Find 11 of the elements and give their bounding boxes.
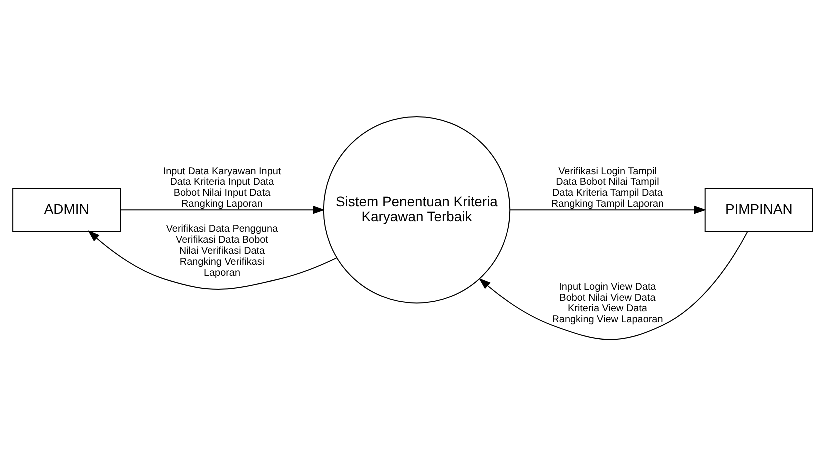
node-box: ADMIN [12,188,122,232]
arrow [120,206,326,214]
edge-label: Input Data Karyawan Input Data Kriteria Input Data Bobot Nilai Input Data Rangking Laporan [163,166,282,210]
arrow [478,231,748,340]
node-box: PIMPINAN [704,188,814,232]
node-circle: Sistem Penentuan Kriteria Karyawan Terbaik [323,116,511,304]
edge-label: Input Login View Data Bobot Nilai View Data Kriteria View Data Rangking View Lapaoran [552,282,664,326]
arrow [510,206,706,214]
edge-label: Verifikasi Data Pengguna Verifikasi Data Bobot Nilai Verifikasi Data Rangking Verifikasi Laporan [166,224,278,279]
edge-label: Verifikasi Login Tampil Data Bobot Nilai Tampil Data Kriteria Tampil Data Rangking Tampil Laporan [551,166,664,210]
arrow [88,230,338,290]
